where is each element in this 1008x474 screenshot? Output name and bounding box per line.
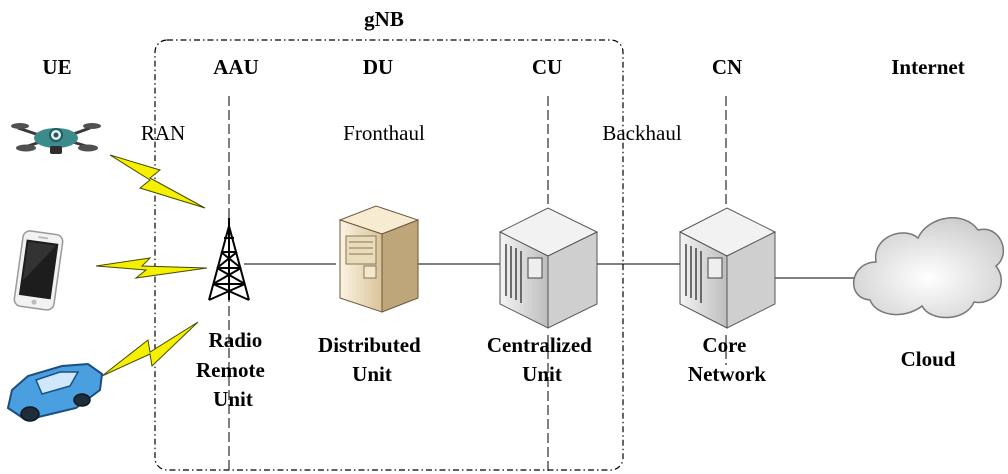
cloud-icon — [853, 217, 1005, 319]
cu-server-icon — [498, 207, 599, 329]
column-header-aau: AAU — [213, 55, 259, 79]
car-icon — [6, 362, 104, 422]
split-lines — [228, 96, 727, 472]
node-label-cu: Centralized Unit — [487, 333, 597, 386]
wireless-links — [95, 154, 208, 377]
smartphone-icon — [13, 230, 64, 311]
node-label-cloud: Cloud — [901, 347, 956, 371]
link-label-fronthaul: Fronthaul — [343, 121, 425, 145]
cn-server-icon — [678, 207, 777, 329]
node-label-cn: Core Network — [688, 333, 766, 386]
node-label-du: Distributed Unit — [318, 333, 426, 386]
gnb-label: gNB — [364, 7, 404, 31]
column-header-ue: UE — [42, 55, 71, 79]
lightning-icon-car — [101, 321, 199, 377]
radio-tower-icon — [208, 218, 250, 301]
gnb-boundary — [154, 39, 624, 471]
drone-icon — [11, 123, 101, 154]
column-header-cu: CU — [532, 55, 562, 79]
node-label-rru: Radio Remote Unit — [196, 328, 270, 411]
lightning-icon-drone — [109, 154, 206, 209]
link-label-backhaul: Backhaul — [602, 121, 681, 145]
du-server-icon — [338, 205, 420, 313]
link-label-ran: RAN — [141, 121, 185, 145]
lightning-icon-phone — [95, 257, 208, 279]
link-lines — [244, 263, 860, 279]
column-header-cn: CN — [712, 55, 742, 79]
column-header-du: DU — [363, 55, 393, 79]
column-header-internet: Internet — [891, 55, 964, 79]
